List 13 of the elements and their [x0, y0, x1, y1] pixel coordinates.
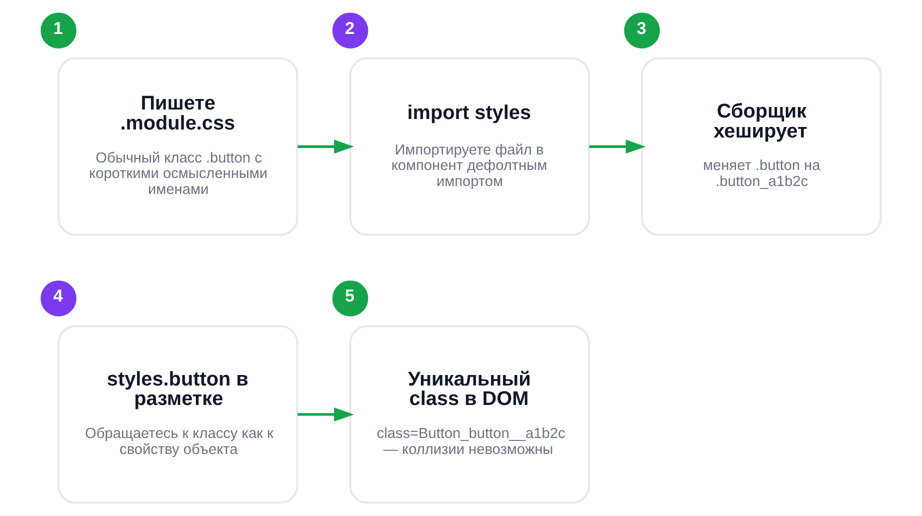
node-box: Пишете .module.css Обычный класс .button с короткими осмысленными именами	[58, 57, 298, 236]
node-circle: 1	[40, 12, 76, 48]
node-box: Сборщик хеширует меняет .button на .button_a1b2c	[641, 57, 882, 236]
node-circle: 4	[40, 280, 76, 316]
node-circle: 2	[332, 12, 368, 48]
node-box: Уникальный class в DOM class=Button_button__a1b2c — коллизии невозможны	[349, 325, 590, 504]
arrow	[298, 408, 354, 422]
node-circle: 5	[332, 280, 368, 316]
arrow	[298, 140, 354, 154]
node-box: import styles Импортируете файл в компонент дефолтным импортом	[349, 57, 590, 236]
node-circle: 3	[624, 12, 660, 48]
arrow	[589, 140, 646, 154]
node-box: styles.button в разметке Обращаетесь к классу как к свойству объекта	[58, 325, 298, 504]
